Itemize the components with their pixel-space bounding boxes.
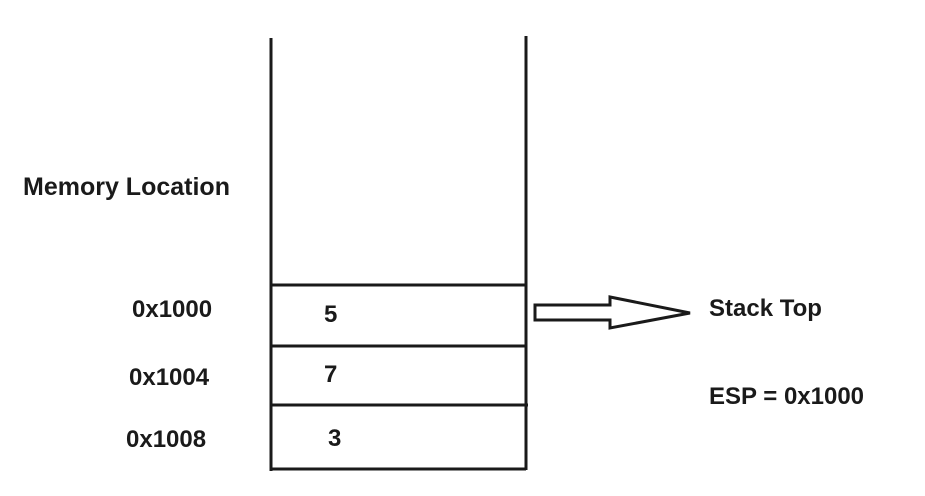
address-label-2: 0x1008 [126, 426, 207, 453]
memory-location-heading: Memory Location [23, 173, 230, 201]
address-label-0: 0x1000 [132, 296, 213, 323]
address-label-1: 0x1004 [129, 364, 210, 391]
esp-label: ESP = 0x1000 [709, 383, 865, 410]
stack-cell-value-1: 7 [324, 361, 338, 388]
stack-top-arrow-icon [533, 295, 691, 330]
stack-cell-value-0: 5 [324, 301, 338, 328]
stack-top-label: Stack Top [709, 295, 822, 322]
stack-cell-value-2: 3 [328, 425, 342, 452]
